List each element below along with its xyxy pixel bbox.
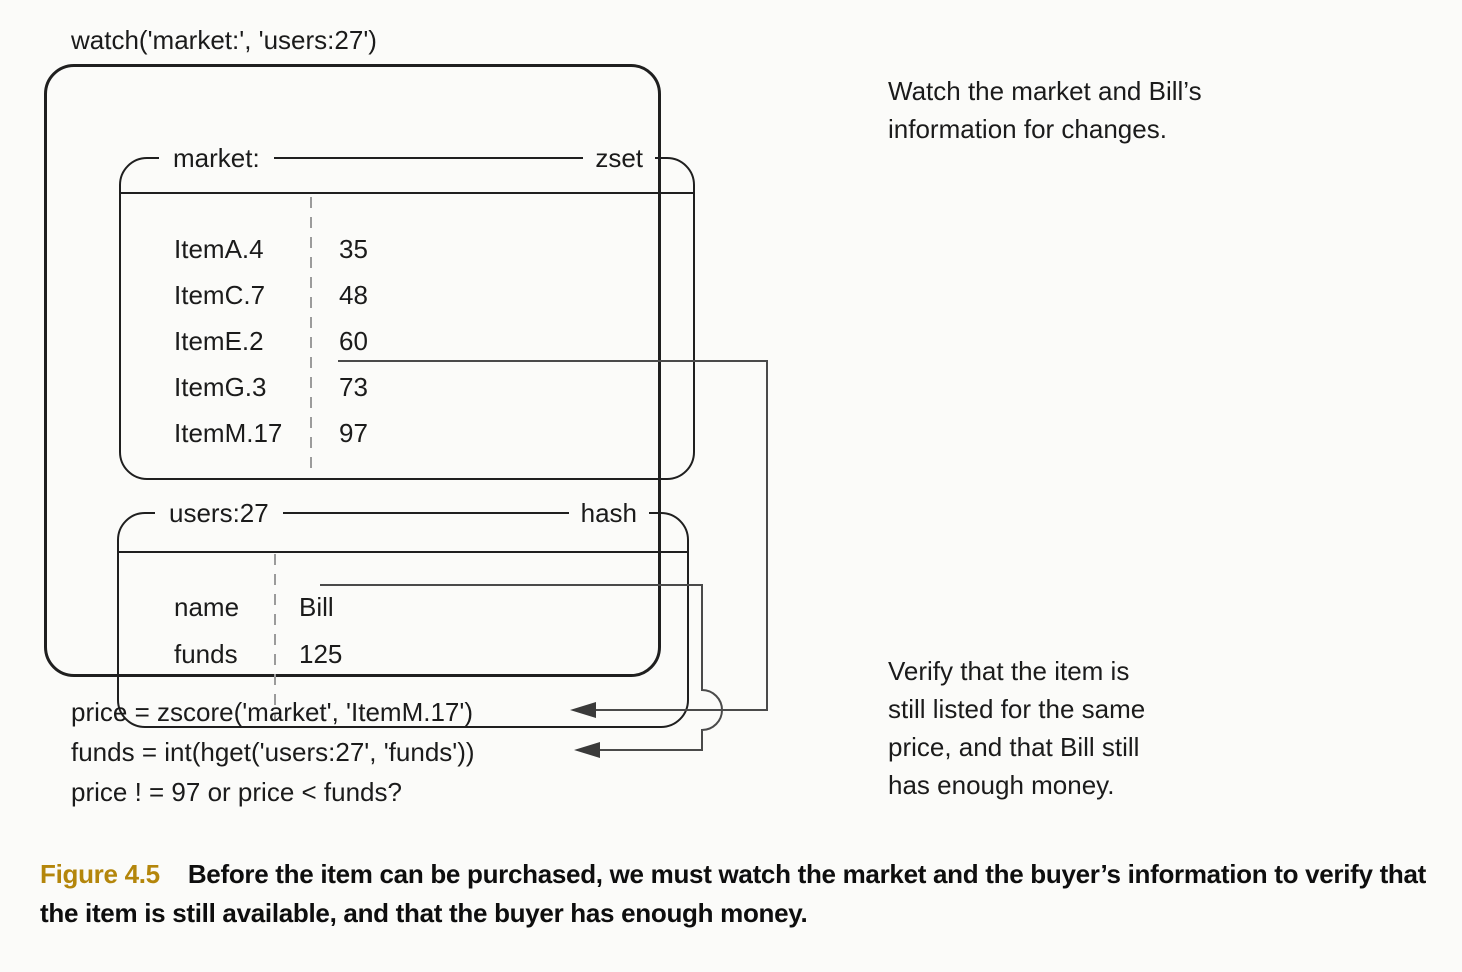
table-row: name Bill: [119, 584, 687, 631]
table-row: ItemC.7 48: [121, 272, 693, 318]
annotation-watch: Watch the market and Bill’s information …: [888, 72, 1202, 148]
code-line-check: price ! = 97 or price < funds?: [71, 777, 402, 807]
arrowhead-funds-line: [574, 742, 600, 758]
value-cell: 125: [299, 639, 343, 669]
score-cell: 73: [339, 372, 368, 402]
watched-keys-box: market: zset ItemA.4 35 ItemC.7 48 ItemE…: [44, 64, 695, 728]
market-key-label: market:: [159, 143, 274, 173]
code-line-funds: funds = int(hget('users:27', 'funds')): [71, 737, 475, 767]
annotation-line: information for changes.: [888, 114, 1167, 144]
users-header-separator: [119, 551, 687, 553]
score-cell: 35: [339, 234, 368, 264]
market-type-label: zset: [583, 143, 655, 173]
annotation-line: price, and that Bill still: [888, 732, 1140, 762]
users-type-label: hash: [568, 498, 649, 528]
table-row: ItemM.17 97: [121, 410, 693, 456]
member-cell: ItemC.7: [174, 280, 266, 310]
watch-call-code: watch('market:', 'users:27'): [71, 25, 377, 55]
market-column-divider: [310, 197, 312, 469]
annotation-line: still listed for the same: [888, 694, 1146, 724]
member-cell: ItemG.3: [174, 372, 267, 402]
member-cell: ItemE.2: [174, 326, 264, 356]
table-row: ItemA.4 35: [121, 226, 693, 272]
figure-number-label: Figure 4.5: [40, 859, 160, 889]
annotation-line: Verify that the item is: [888, 656, 1130, 686]
market-header-separator: [121, 192, 693, 194]
table-row: ItemG.3 73: [121, 364, 693, 410]
member-cell: ItemA.4: [174, 234, 264, 264]
verification-code-block: price = zscore('market', 'ItemM.17') fun…: [71, 692, 475, 812]
users-key-label: users:27: [155, 498, 283, 528]
users-rows: name Bill funds 125: [119, 584, 687, 678]
figure-caption-text: Before the item can be purchased, we mus…: [40, 859, 1427, 928]
market-zset-box: market: zset ItemA.4 35 ItemC.7 48 ItemE…: [119, 143, 695, 480]
table-row: funds 125: [119, 631, 687, 678]
market-rows: ItemA.4 35 ItemC.7 48 ItemE.2 60 ItemG.3…: [121, 226, 693, 456]
score-cell: 60: [339, 326, 368, 356]
code-line-price: price = zscore('market', 'ItemM.17'): [71, 697, 474, 727]
table-row: ItemE.2 60: [121, 318, 693, 364]
annotation-line: Watch the market and Bill’s: [888, 76, 1202, 106]
member-cell: ItemM.17: [174, 418, 283, 448]
annotation-verify: Verify that the item is still listed for…: [888, 652, 1145, 804]
annotation-line: has enough money.: [888, 770, 1115, 800]
value-cell: Bill: [299, 592, 334, 622]
users-column-divider: [274, 554, 276, 721]
field-cell: funds: [174, 639, 238, 669]
score-cell: 48: [339, 280, 368, 310]
field-cell: name: [174, 592, 240, 622]
score-cell: 97: [339, 418, 368, 448]
